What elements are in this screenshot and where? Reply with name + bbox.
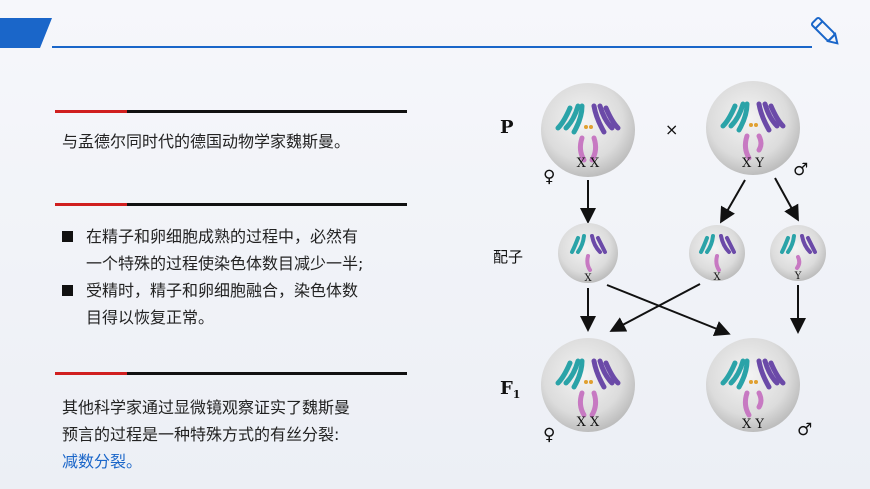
bullet-2-line-2: 目得以恢复正常。 — [86, 308, 215, 327]
bullet-1-line-2: 一个特殊的过程使染色体数目减少一半; — [86, 254, 364, 273]
p-female-cell: X X — [541, 83, 635, 177]
meiosis-line-2: 预言的过程是一种特殊方式的有丝分裂: — [62, 425, 340, 444]
p-generation-label: P — [500, 117, 514, 138]
male-symbol: ♂ — [793, 160, 808, 180]
chromosome-label: X — [713, 272, 721, 283]
meiosis-line-1: 其他科学家通过显微镜观察证实了魏斯曼 — [62, 398, 351, 417]
separator-3 — [55, 372, 407, 375]
header-line — [52, 46, 812, 48]
meiosis-text: 其他科学家通过显微镜观察证实了魏斯曼 预言的过程是一种特殊方式的有丝分裂: 减数… — [62, 394, 412, 475]
bullet-1-line-1: 在精子和卵细胞成熟的过程中，必然有 — [86, 227, 359, 246]
female-symbol: ♀ — [543, 425, 555, 445]
meiosis-highlight: 减数分裂。 — [62, 452, 143, 471]
gamete-label: 配子 — [493, 248, 523, 266]
bullet-item-2: 受精时，精子和卵细胞融合，染色体数 目得以恢复正常。 — [86, 277, 416, 331]
gamete-male-x: X — [689, 225, 745, 283]
separator-1 — [55, 110, 407, 113]
bullet-marker — [62, 231, 73, 242]
gamete-female-x: X — [558, 223, 618, 284]
gamete-male-y: Y — [770, 225, 826, 282]
chromosome-label: X Y — [742, 156, 764, 171]
header-accent-bar — [0, 18, 52, 48]
arrow — [720, 179, 746, 224]
p-male-cell: X Y — [706, 81, 800, 175]
separator-2 — [55, 203, 407, 206]
f1-male-cell: X Y — [706, 338, 800, 432]
chromosome-label: X Y — [742, 417, 764, 432]
cross-symbol: × — [665, 120, 678, 139]
chromosome-label: X X — [577, 415, 600, 430]
arrow — [606, 284, 731, 336]
weismann-intro-text: 与孟德尔同时代的德国动物学家魏斯曼。 — [62, 132, 351, 151]
bullet-marker — [62, 285, 73, 296]
f1-generation-label: F1 — [500, 378, 520, 401]
sex-chromosome-inheritance-diagram: P × 配子 F1 X X ♀ X Y ♂ X X — [493, 81, 826, 445]
f1-female-cell: X X — [541, 338, 635, 432]
pen-icon — [810, 16, 839, 45]
chromosome-label: Y — [794, 271, 802, 282]
chromosome-label: X X — [577, 156, 600, 171]
arrow — [609, 283, 701, 332]
arrow — [774, 177, 799, 222]
bullet-2-line-1: 受精时，精子和卵细胞融合，染色体数 — [86, 281, 359, 300]
bullet-item-1: 在精子和卵细胞成熟的过程中，必然有 一个特殊的过程使染色体数目减少一半; — [86, 223, 416, 277]
male-symbol: ♂ — [797, 420, 812, 440]
chromosome-label: X — [584, 273, 592, 284]
female-symbol: ♀ — [543, 167, 555, 187]
